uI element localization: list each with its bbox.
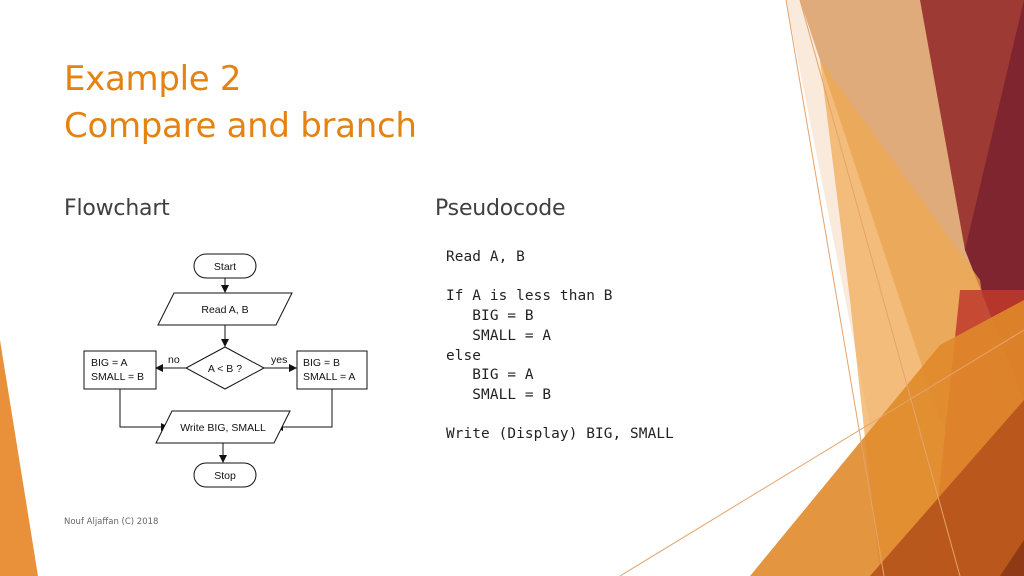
decision-diamond: [184, 346, 266, 390]
yes-label: yes: [271, 354, 287, 366]
decision-label: A < B ?: [208, 363, 242, 375]
right-box-line-2: SMALL = A: [303, 371, 355, 383]
code-line: BIG = A: [446, 367, 534, 384]
code-line: else: [446, 347, 482, 364]
code-line: SMALL = B: [446, 386, 552, 403]
pseudocode-block: Read A, B If A is less than B BIG = B SM…: [446, 248, 674, 445]
write-output-box: [155, 410, 291, 444]
read-label: Read A, B: [201, 304, 248, 316]
flowchart-heading: Flowchart: [64, 196, 170, 221]
left-process-box: [83, 350, 157, 390]
code-line: [446, 406, 674, 426]
footer-credit: Nouf Aljaffan (C) 2018: [64, 517, 159, 527]
code-line: [446, 268, 674, 288]
stop-terminal: [193, 462, 257, 488]
stop-label: Stop: [214, 470, 236, 482]
pseudocode-heading: Pseudocode: [435, 196, 566, 221]
right-process-box: [296, 350, 368, 390]
code-line: Read A, B: [446, 249, 525, 265]
code-line: If A is less than B: [446, 288, 613, 305]
right-box-line-1: BIG = B: [303, 357, 340, 369]
left-box-line-2: SMALL = B: [91, 371, 144, 383]
start-label: Start: [214, 261, 236, 273]
flowchart-diagram: Start Read A, B A < B ? no yes BIG = A S…: [64, 236, 384, 498]
code-line: Write (Display) BIG, SMALL: [446, 426, 674, 443]
code-line: SMALL = A: [446, 327, 552, 344]
write-label: Write BIG, SMALL: [180, 422, 266, 434]
title-line-2: Compare and branch: [64, 106, 417, 146]
no-label: no: [168, 354, 180, 366]
read-input-box: [157, 292, 293, 326]
left-box-line-1: BIG = A: [91, 357, 127, 369]
title-line-1: Example 2: [64, 59, 242, 99]
code-line: BIG = B: [446, 308, 534, 325]
slide-title: Example 2 Compare and branch: [64, 56, 417, 150]
